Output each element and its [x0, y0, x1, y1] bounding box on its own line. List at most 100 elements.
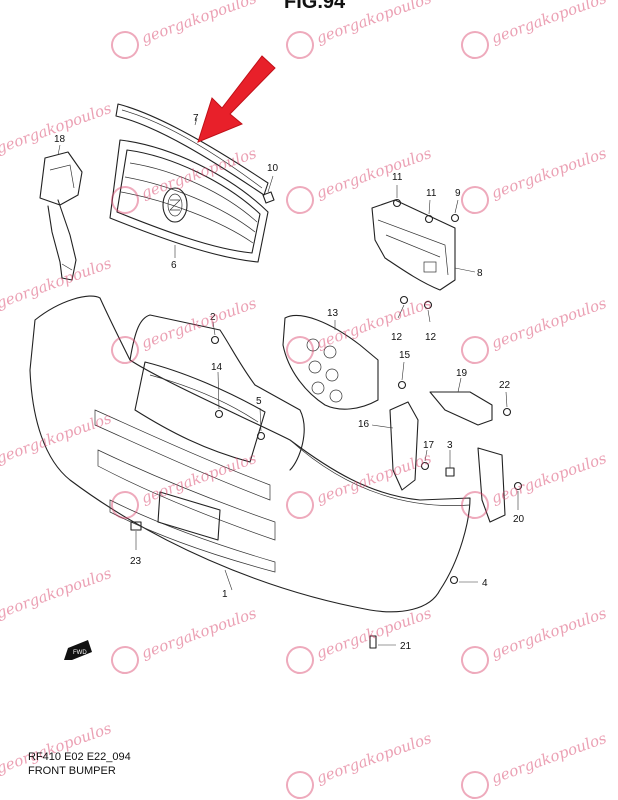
globe-logo-icon	[286, 336, 314, 364]
watermark: georgakopoulos	[111, 0, 259, 59]
callout-12a: 12	[391, 332, 403, 343]
radiator-grille	[109, 139, 269, 263]
globe-logo-icon	[111, 186, 139, 214]
globe-logo-icon	[111, 336, 139, 364]
callout-6: 6	[171, 260, 177, 271]
globe-logo-icon	[111, 646, 139, 674]
clip-icon	[445, 450, 455, 477]
callout-11a: 11	[392, 172, 403, 183]
screw-icon	[210, 321, 220, 345]
svg-text:georgakopoulos: georgakopoulos	[0, 99, 114, 157]
globe-logo-icon	[461, 491, 489, 519]
callout-15: 15	[399, 350, 411, 361]
leader-lines	[57, 117, 476, 591]
svg-text:georgakopoulos: georgakopoulos	[489, 449, 609, 507]
watermark: georgakopoulos	[286, 604, 434, 674]
svg-text:georgakopoulos: georgakopoulos	[489, 144, 609, 202]
screw-icon	[513, 481, 523, 510]
right-side-member	[371, 199, 456, 291]
right-grille-insert	[282, 314, 379, 410]
svg-text:georgakopoulos: georgakopoulos	[139, 449, 259, 507]
svg-text:georgakopoulos: georgakopoulos	[139, 0, 259, 47]
svg-text:georgakopoulos: georgakopoulos	[489, 0, 609, 47]
screw-icon	[423, 300, 433, 323]
watermark: georgakopoulos	[0, 254, 114, 312]
watermark: georgakopoulos	[111, 604, 259, 674]
svg-text:georgakopoulos: georgakopoulos	[314, 144, 434, 202]
svg-text:georgakopoulos: georgakopoulos	[314, 294, 434, 352]
screw-icon	[424, 199, 434, 224]
globe-logo-icon	[111, 491, 139, 519]
callout-20: 20	[513, 514, 525, 525]
globe-logo-icon	[286, 771, 314, 799]
clip-icon	[130, 521, 142, 550]
svg-text:georgakopoulos: georgakopoulos	[0, 254, 114, 312]
watermark: georgakopoulos	[461, 294, 609, 364]
grille-clip	[262, 175, 275, 204]
callout-14: 14	[211, 362, 223, 373]
screw-icon	[214, 371, 224, 419]
figure-title: FIG.94	[284, 0, 346, 13]
watermark: georgakopoulos	[461, 729, 609, 799]
right-corner-bracket	[429, 391, 506, 523]
callout-10: 10	[267, 163, 279, 174]
screw-icon	[420, 449, 430, 471]
watermark: georgakopoulos	[286, 729, 434, 799]
screw-icon	[450, 199, 460, 223]
watermark: georgakopoulos	[461, 604, 609, 674]
globe-logo-icon	[286, 646, 314, 674]
globe-logo-icon	[286, 186, 314, 214]
highlight-arrow-icon	[197, 55, 276, 143]
callout-18: 18	[54, 134, 66, 145]
globe-logo-icon	[286, 491, 314, 519]
screw-icon	[397, 361, 407, 390]
callout-22: 22	[499, 380, 511, 391]
watermark: georgakopoulos	[461, 144, 609, 214]
callout-7: 7	[193, 113, 199, 124]
callout-13: 13	[327, 308, 339, 319]
callout-17: 17	[423, 440, 435, 451]
svg-text:georgakopoulos: georgakopoulos	[0, 564, 114, 622]
callout-8: 8	[477, 268, 483, 279]
svg-text:georgakopoulos: georgakopoulos	[314, 604, 434, 662]
callout-labels: 1 2 3 4 5 6 7 8 9 10 11 11 12 12 13 14 1…	[54, 113, 525, 652]
watermark: georgakopoulos	[461, 0, 609, 59]
svg-text:georgakopoulos: georgakopoulos	[314, 449, 434, 507]
callout-9: 9	[455, 188, 461, 199]
svg-text:georgakopoulos: georgakopoulos	[489, 729, 609, 787]
left-bumper-bracket	[39, 151, 83, 281]
center-bracket	[371, 401, 419, 491]
forward-direction-icon: FWD	[64, 640, 92, 660]
figure-name: FRONT BUMPER	[28, 765, 116, 777]
globe-logo-icon	[111, 31, 139, 59]
globe-logo-icon	[461, 336, 489, 364]
emblem-icon	[162, 187, 188, 223]
callout-5: 5	[256, 396, 262, 407]
watermark: georgakopoulos	[0, 409, 114, 467]
callout-11b: 11	[426, 188, 437, 199]
watermark: georgakopoulos	[286, 0, 434, 59]
globe-logo-icon	[461, 31, 489, 59]
svg-text:georgakopoulos: georgakopoulos	[139, 604, 259, 662]
globe-logo-icon	[461, 646, 489, 674]
screw-icon	[397, 295, 409, 319]
callout-23: 23	[130, 556, 142, 567]
figure-code: RF410 E02 E22_094	[28, 751, 131, 763]
screw-icon	[502, 391, 512, 417]
watermark: georgakopoulos	[286, 294, 434, 364]
fasteners	[130, 185, 523, 649]
screw-icon	[392, 185, 402, 208]
svg-text:georgakopoulos: georgakopoulos	[0, 409, 114, 467]
watermark: georgakopoulos	[286, 449, 434, 519]
callout-12b: 12	[425, 332, 437, 343]
svg-text:georgakopoulos: georgakopoulos	[489, 604, 609, 662]
watermark: georgakopoulos	[286, 144, 434, 214]
watermark: georgakopoulos	[0, 99, 114, 157]
svg-text:georgakopoulos: georgakopoulos	[314, 0, 434, 47]
screw-icon	[449, 575, 478, 585]
globe-logo-icon	[461, 771, 489, 799]
svg-text:georgakopoulos: georgakopoulos	[489, 294, 609, 352]
svg-text:georgakopoulos: georgakopoulos	[139, 294, 259, 352]
